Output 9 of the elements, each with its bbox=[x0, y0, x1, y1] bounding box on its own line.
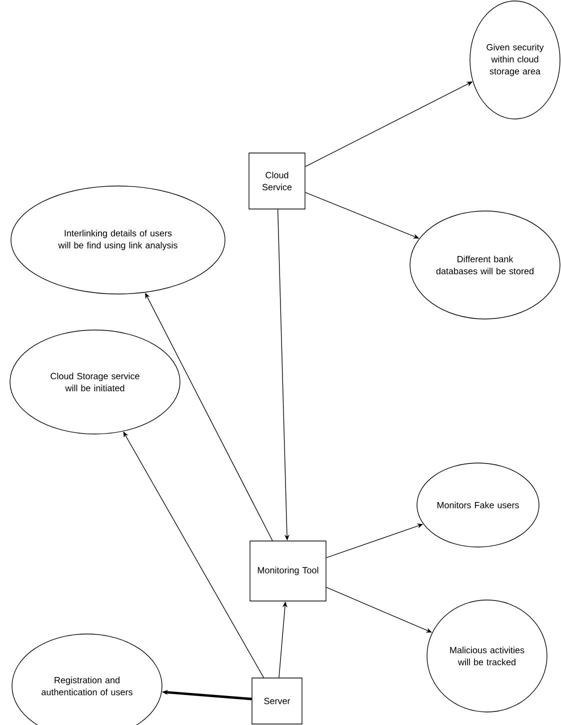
process-box: Cloud Service bbox=[248, 152, 306, 210]
ellipse-node: Given security within cloud storage area bbox=[470, 0, 560, 120]
ellipse-node: Monitors Fake users bbox=[416, 462, 540, 548]
ellipse-node: Interlinking details of users will be find using link analysis bbox=[10, 186, 226, 294]
process-box: Server bbox=[252, 678, 302, 724]
ellipse-node: Malicious activities will be tracked bbox=[426, 600, 548, 712]
process-box: Monitoring Tool bbox=[250, 540, 326, 602]
ellipse-node: Cloud Storage service will be initiated bbox=[10, 330, 180, 434]
ellipse-node: Different bank databases will be stored bbox=[410, 210, 560, 320]
